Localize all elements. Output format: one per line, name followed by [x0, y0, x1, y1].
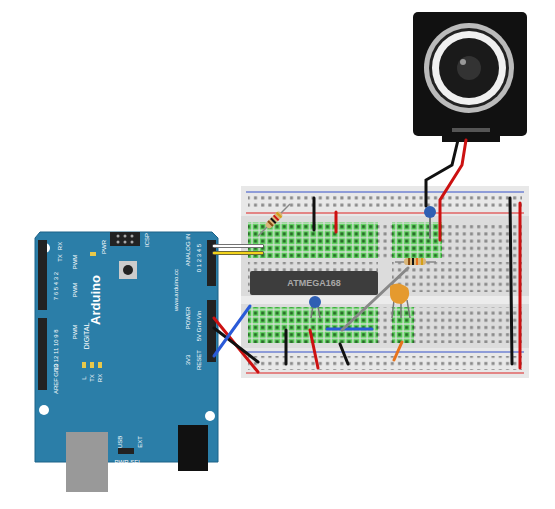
node-label: ATMEGA168: [287, 279, 340, 288]
pin-numbers: 5V Gnd Vin: [196, 311, 202, 342]
speaker: [413, 12, 527, 142]
capacitor: [309, 206, 436, 318]
header-label: ICSP: [144, 233, 150, 247]
arduino-board: [35, 232, 218, 492]
pin-label: TX: [57, 254, 63, 262]
arduino-board: Arduino: [35, 232, 218, 462]
pin-label: RESET: [196, 350, 202, 370]
led-label: RX: [97, 374, 103, 382]
resistor: [258, 204, 436, 265]
pin-label: GND: [53, 363, 59, 376]
arduino-wires: [214, 246, 262, 372]
pin-label: AREF: [53, 378, 59, 394]
url-label: www.arduino.cc: [173, 269, 179, 311]
pwm-label: PWM: [72, 255, 78, 270]
header-label: DIGITAL: [83, 323, 90, 350]
ic-chip: ATMEGA168: [250, 271, 378, 295]
breadboard: [241, 186, 529, 378]
led-label: L: [81, 376, 87, 379]
pin-numbers: 7 6 5 4 3 2: [53, 272, 59, 300]
switch-label: EXT: [137, 436, 143, 448]
switch-label: USB: [117, 436, 123, 448]
node-label: Arduino: [89, 275, 102, 325]
pin-numbers: 0 1 2 3 4 5: [196, 244, 202, 272]
led-label: PWR: [101, 240, 107, 254]
pwm-label: PWM: [72, 283, 78, 298]
switch-label: PWR SEL: [114, 459, 141, 465]
pin-label: 3V3: [185, 355, 191, 366]
header-label: POWER: [185, 307, 191, 330]
header-label: ANALOG IN: [185, 234, 191, 267]
led-label: TX: [89, 374, 95, 382]
pwm-label: PWM: [72, 325, 78, 340]
jumper-wires: [286, 140, 520, 368]
pin-label: RX: [57, 242, 63, 250]
